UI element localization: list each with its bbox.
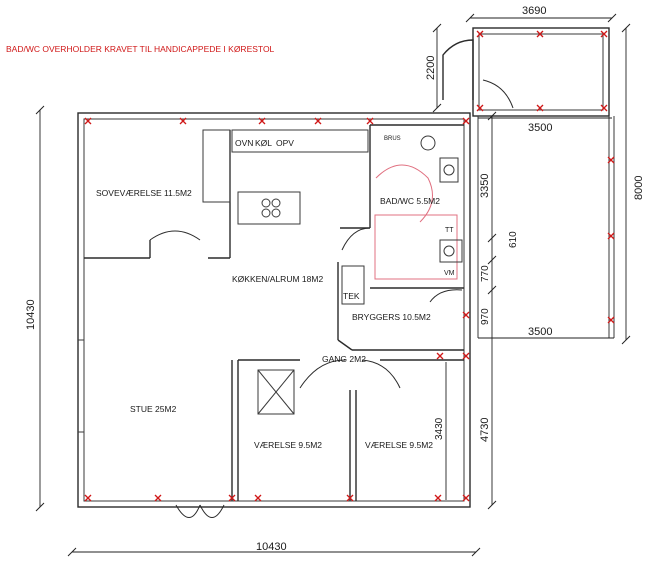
column-marker bbox=[536, 30, 544, 38]
dim-small-a: 610 bbox=[508, 231, 519, 248]
column-marker bbox=[346, 494, 354, 502]
column-marker bbox=[600, 104, 608, 112]
dim-lower-height: 4730 bbox=[479, 418, 491, 442]
fixture-label-brus: BRUS bbox=[384, 136, 401, 142]
room-label-bryggers: BRYGGERS 10.5M2 bbox=[352, 312, 431, 322]
dim-small-b: 770 bbox=[480, 265, 491, 282]
fixture-label-vm: VM bbox=[444, 270, 455, 277]
interior-walls bbox=[84, 124, 464, 501]
column-markers bbox=[84, 30, 615, 502]
fixtures bbox=[261, 135, 463, 263]
fixture-label-koel: KØL bbox=[255, 138, 272, 148]
fixture-label-tek: TEK bbox=[343, 291, 360, 301]
doors bbox=[149, 227, 463, 518]
column-marker bbox=[228, 494, 236, 502]
annex bbox=[442, 27, 615, 339]
dim-room-height: 3430 bbox=[434, 417, 445, 440]
column-marker bbox=[179, 117, 187, 125]
column-marker bbox=[84, 117, 92, 125]
column-marker bbox=[84, 494, 92, 502]
column-marker bbox=[462, 352, 470, 360]
column-marker bbox=[314, 117, 322, 125]
room-label-stue: STUE 25M2 bbox=[130, 404, 177, 414]
column-marker bbox=[476, 104, 484, 112]
column-marker bbox=[154, 494, 162, 502]
fixture-label-tt: TT bbox=[445, 227, 454, 234]
dim-annex-depth: 2200 bbox=[425, 56, 437, 80]
fixture-label-opv: OPV bbox=[276, 138, 294, 148]
column-marker bbox=[607, 232, 615, 240]
dim-left-height: 10430 bbox=[25, 299, 37, 330]
column-marker bbox=[536, 104, 544, 112]
room-label-vaerelse-2: VÆRELSE 9.5M2 bbox=[365, 440, 433, 450]
dim-bad-height: 3350 bbox=[479, 174, 491, 198]
column-marker bbox=[607, 156, 615, 164]
column-marker bbox=[436, 352, 444, 360]
column-marker bbox=[476, 30, 484, 38]
turning-circle bbox=[374, 164, 458, 280]
outer-walls bbox=[77, 112, 471, 508]
column-marker bbox=[462, 494, 470, 502]
room-label-sovevaerelse: SOVEVÆRELSE 11.5M2 bbox=[96, 188, 192, 198]
column-marker bbox=[462, 117, 470, 125]
dim-right-total: 8000 bbox=[633, 176, 645, 200]
column-marker bbox=[607, 316, 615, 324]
dim-bottom-width: 10430 bbox=[256, 541, 287, 553]
column-marker bbox=[254, 494, 262, 502]
dimension-lines bbox=[35, 13, 631, 557]
dim-top-width: 3690 bbox=[522, 5, 546, 17]
dim-annex-inner: 3500 bbox=[528, 122, 552, 134]
column-marker bbox=[600, 30, 608, 38]
dim-right-lower: 3500 bbox=[528, 326, 552, 338]
column-marker bbox=[366, 117, 374, 125]
room-label-vaerelse-1: VÆRELSE 9.5M2 bbox=[254, 440, 322, 450]
column-marker bbox=[434, 494, 442, 502]
room-label-badwc: BAD/WC 5.5M2 bbox=[380, 196, 440, 206]
column-marker bbox=[258, 117, 266, 125]
room-label-gang: GANG 2M2 bbox=[322, 354, 366, 364]
room-label-koekken: KØKKEN/ALRUM 18M2 bbox=[232, 274, 323, 284]
fixture-label-ovn: OVN bbox=[235, 138, 253, 148]
dim-small-c: 970 bbox=[480, 308, 491, 325]
handicap-note: BAD/WC OVERHOLDER KRAVET TIL HANDICAPPED… bbox=[6, 44, 275, 54]
column-marker bbox=[462, 311, 470, 319]
